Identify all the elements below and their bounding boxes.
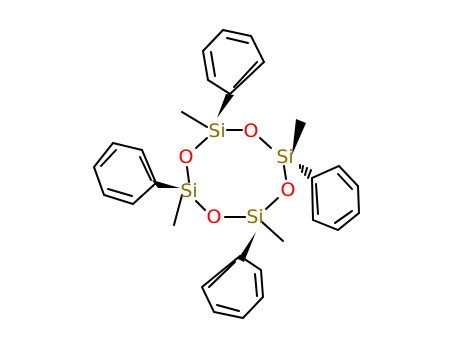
atom-labels: Si O Si O Si O Si O [179,120,296,228]
atom-o-2: O [281,179,296,201]
wedge-bonds [152,94,306,262]
wedge-si1-phenyl [217,94,234,118]
wedge-si2-methyl [292,119,306,155]
methyl-bonds [173,111,284,242]
phenyl-ring-left [92,141,158,206]
atom-o-3: O [207,206,222,228]
hash-bond-si2-phenyl [299,164,312,179]
phenyl-ring-top [201,28,266,96]
atom-o-4: O [179,146,194,168]
atom-si-3: Si [246,206,263,228]
atom-si-4: Si [180,180,197,202]
wedge-si3-phenyl [152,180,180,188]
wedge-si4-phenyl [238,232,256,262]
atom-si-2: Si [276,146,293,168]
phenyl-ring-right [310,164,361,232]
siloxane-ring-bonds [186,129,287,218]
atom-o-1: O [244,120,259,142]
atom-si-1: Si [208,120,225,142]
phenyl-ring-bottom [200,254,265,320]
